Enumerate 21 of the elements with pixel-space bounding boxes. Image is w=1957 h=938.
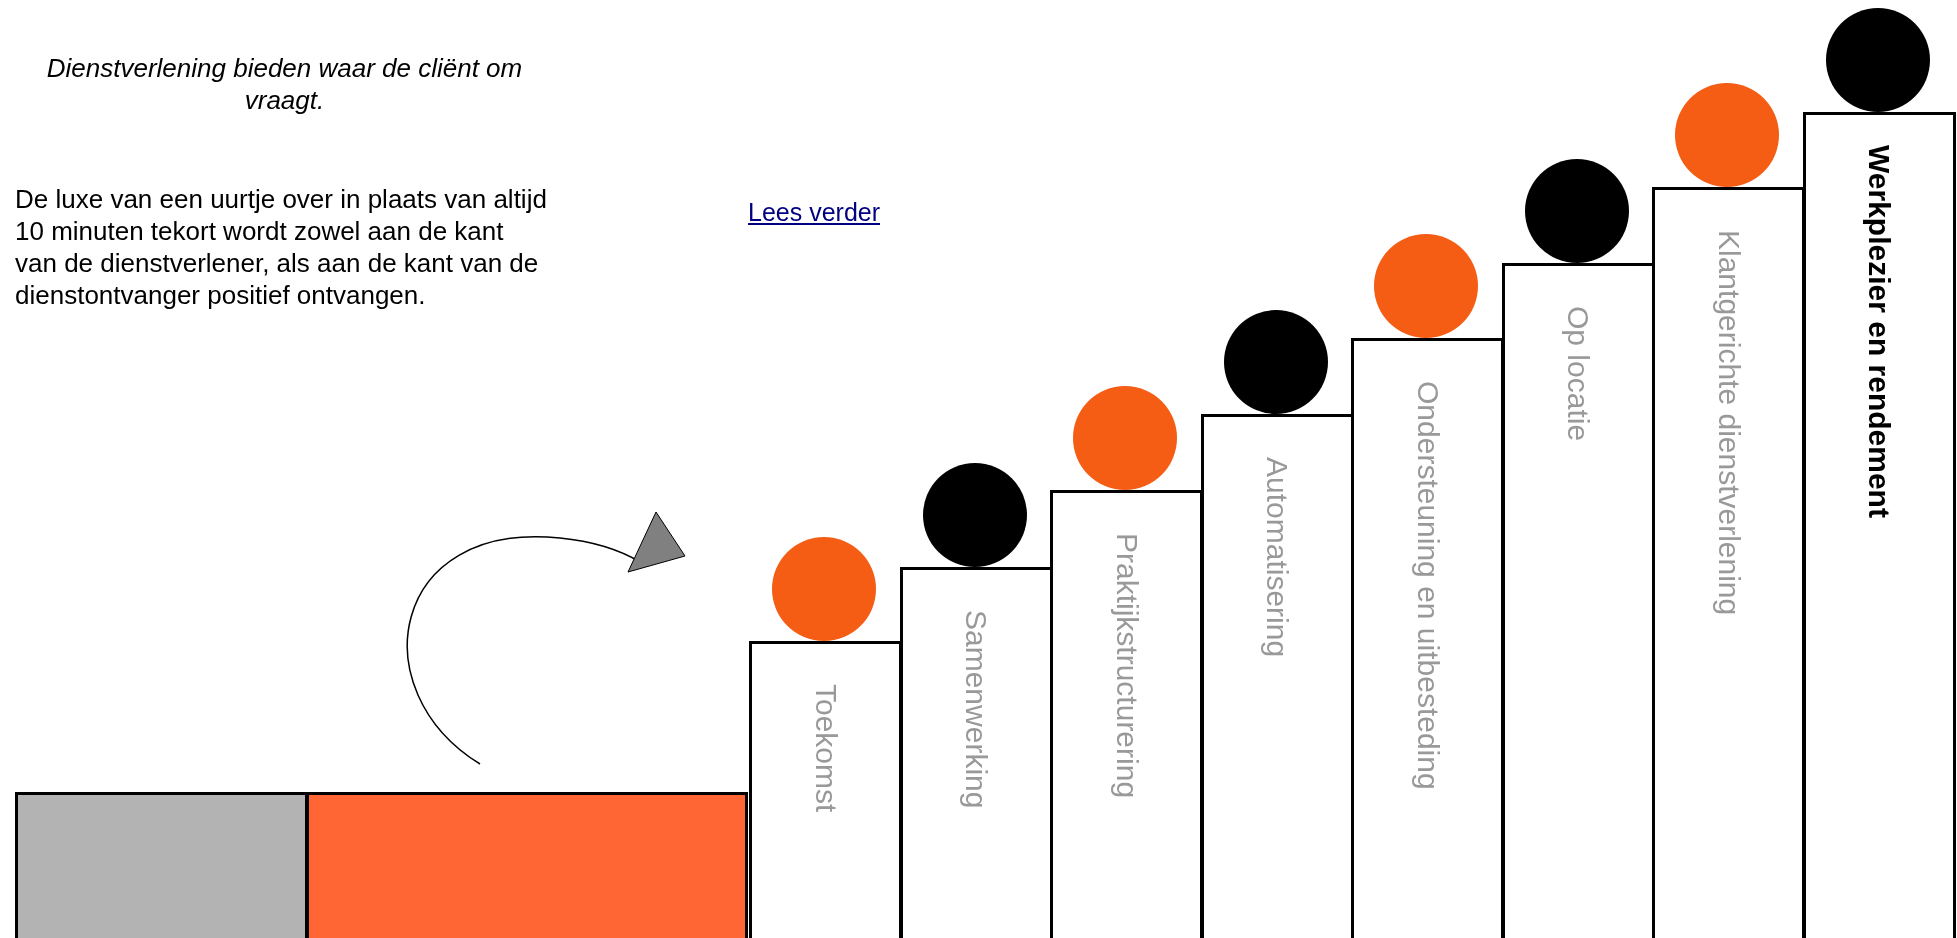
step-block: [1802, 112, 1956, 938]
paragraph: De luxe van een uurtje over in plaats van altijd 10 minuten tekort wordt zowel aan de kant van de dienstverlener, als aan de kant van de dienstontvanger positief ontvangen.: [15, 183, 548, 311]
heading-text: Dienstverlening bieden waar de cliënt om vraagt.: [45, 52, 524, 116]
step-label: Praktijkstructurering: [1111, 533, 1142, 799]
step-block: [1501, 263, 1655, 938]
step-block: [749, 641, 902, 938]
step-label: Automatisering: [1262, 457, 1292, 658]
step-block: [1200, 414, 1354, 938]
step-label: Samenwerking: [961, 610, 991, 809]
step-block: [1050, 490, 1203, 938]
bar-block: [306, 792, 748, 938]
link: Lees verder: [748, 198, 881, 227]
step-label: Werkplezier en rendement: [1864, 145, 1894, 518]
step-block: [1351, 338, 1504, 938]
step-label: Klantgerichte dienstverlening: [1713, 230, 1744, 616]
step-label: Ondersteuning en uitbesteding: [1412, 381, 1443, 790]
step-block: [1652, 187, 1805, 938]
step-block: [899, 567, 1053, 938]
bar-block: [15, 792, 308, 938]
step-label: Op locatie: [1563, 306, 1593, 442]
step-label: Toekomst: [810, 684, 841, 813]
